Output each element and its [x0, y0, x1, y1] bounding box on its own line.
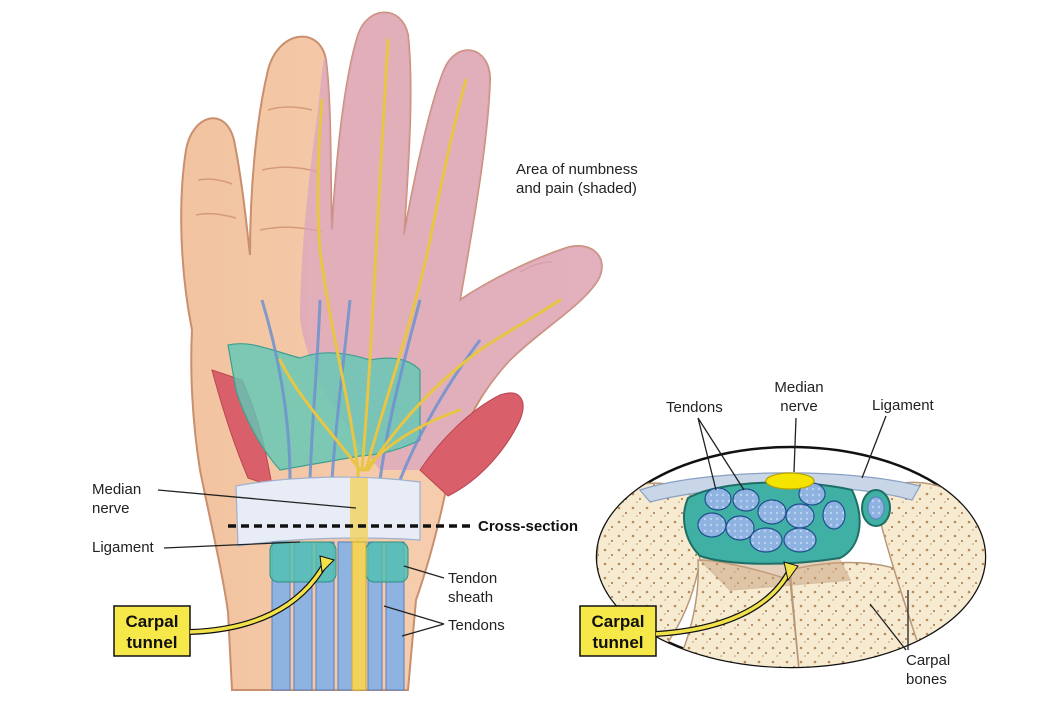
ligament-label: Ligament: [92, 539, 155, 556]
median-nerve-wrist: [351, 541, 367, 691]
median-nerve-label-line2: nerve: [92, 500, 130, 517]
carpal-bones-leader: [869, 590, 909, 651]
median-nerve-right-line1: Median: [774, 379, 823, 396]
transverse-ligament: [235, 476, 421, 547]
tendons-leader-left: [383, 605, 445, 637]
carpal-tunnel-callout-left: Carpal tunnel: [113, 555, 335, 657]
tendons-label-right: Tendons: [666, 399, 723, 416]
cross-section-median-nerve: [765, 472, 815, 490]
median-nerve-leader-right: [793, 417, 797, 473]
median-nerve-leader: [157, 489, 357, 509]
median-nerve-label-line1: Median: [92, 481, 141, 498]
ligament-label-right: Ligament: [872, 397, 935, 414]
ligament-nerve-segment: [350, 478, 368, 542]
numbness-label-line2: and pain (shaded): [516, 180, 637, 197]
tendons-label-left: Tendons: [448, 617, 505, 634]
carpal-tunnel-left-line2: tunnel: [127, 633, 178, 652]
carpal-tunnel-callout-right: Carpal tunnel: [579, 561, 799, 657]
finger-creases: [195, 106, 553, 273]
tendon-sheath-label-line1: Tendon: [448, 570, 497, 587]
thenar-muscle: [419, 392, 524, 497]
palm-tendons: [260, 299, 482, 481]
numbness-label-line1: Area of numbness: [516, 161, 638, 178]
carpal-tunnel-right-line1: Carpal: [592, 612, 645, 631]
cross-section-label: Cross-section: [478, 518, 578, 535]
carpal-bones-label-line1: Carpal: [906, 652, 950, 669]
tendon-sheath-leader: [403, 565, 445, 579]
tendon-sheath-label-line2: sheath: [448, 589, 493, 606]
ligament-leader-right: [861, 415, 887, 479]
tendons-leader-right: [697, 417, 745, 491]
carpal-bones-label-line2: bones: [906, 671, 947, 688]
ligament-leader: [163, 541, 301, 549]
cross-section-tendons: [697, 482, 846, 553]
palmar-fascia: [227, 343, 421, 471]
right-labels: Tendons Median nerve Ligament Carpal bon…: [579, 379, 950, 688]
median-nerve-right-line2: nerve: [780, 398, 818, 415]
carpal-tunnel-left-line1: Carpal: [126, 612, 179, 631]
carpal-tunnel-right-line2: tunnel: [593, 633, 644, 652]
numbness-shaded-area: [300, 12, 602, 470]
hand-illustration: [180, 11, 603, 692]
left-labels: Area of numbness and pain (shaded) Media…: [92, 161, 638, 657]
